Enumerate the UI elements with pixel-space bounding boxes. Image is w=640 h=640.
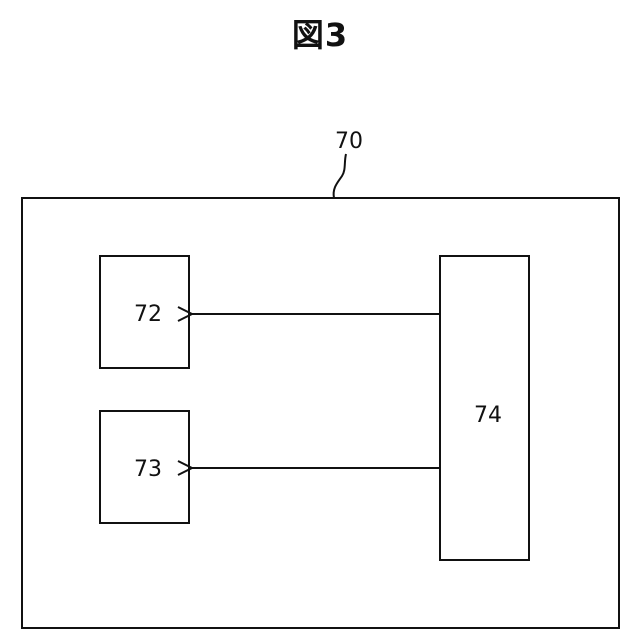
- block-72-label: 72: [134, 302, 162, 327]
- container-70-label: 70: [335, 129, 363, 154]
- block-73-label: 73: [134, 457, 162, 482]
- container-70-leader-line: [334, 154, 346, 198]
- block-74-label: 74: [474, 403, 502, 428]
